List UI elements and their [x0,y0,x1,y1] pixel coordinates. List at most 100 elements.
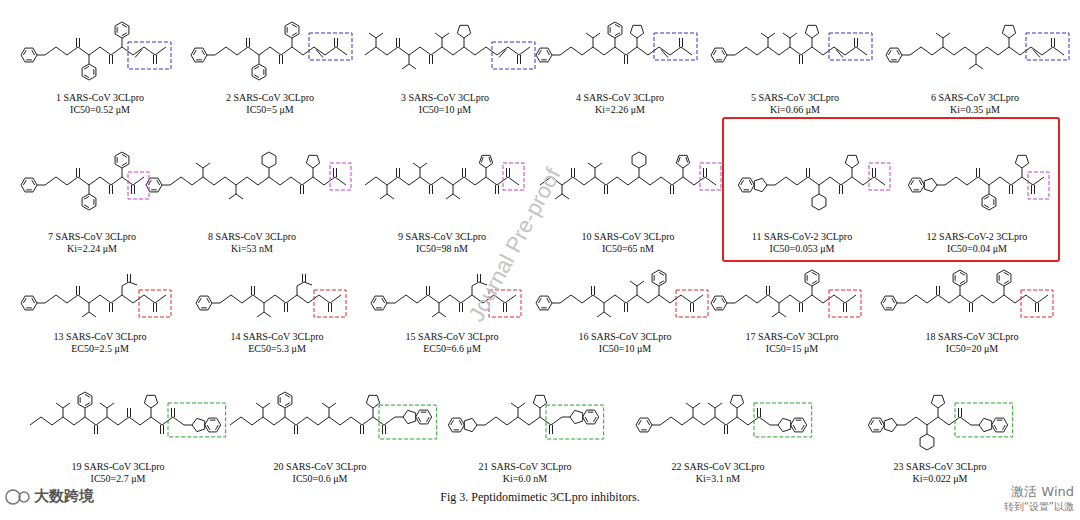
warhead-box [546,405,604,439]
logo-ring [19,492,29,502]
bond-line [1004,281,1009,284]
warhead-box [492,42,535,69]
bond-line [854,38,855,47]
activity-value: IC50=5 μM [246,104,293,116]
bond-line [1031,185,1032,194]
bond-line [264,303,265,312]
activity-value: IC50=20 μM [946,343,998,355]
bond-line [1009,38,1010,47]
bond-line [285,22,299,38]
bond-line [659,281,664,284]
bond-line [883,298,886,303]
warhead-box [754,403,812,437]
bond-line [399,168,400,177]
bond-line [879,420,882,425]
bond-line [251,286,252,295]
bond-line [538,298,541,303]
bond-line [418,417,421,422]
bond-line [122,163,127,166]
bond-line [369,33,383,38]
bond-line [230,417,395,425]
bond-line [396,38,397,47]
compound-label: 13 SARS-CoV 3CLpro [53,331,146,343]
bond-line [84,205,89,208]
bond-line [316,50,323,58]
bond-line [659,272,664,275]
bond-line [85,394,90,397]
bond-line [254,286,255,295]
bond-line [836,50,843,58]
bond-line [1009,185,1010,194]
activity-value: IC50=10 μM [419,104,471,116]
bond-line [297,286,298,295]
bond-line [37,303,45,304]
bond-line [457,25,470,38]
bond-line [615,24,620,27]
bond-line [615,38,616,47]
bond-line [819,185,820,194]
watermark: 大数跨境 [34,487,94,505]
bond-line [647,420,650,425]
bond-line [259,55,260,64]
bond-line [591,286,592,295]
bond-line [376,307,382,308]
bond-line [26,59,32,60]
bond-line [426,286,427,295]
warhead-box [168,403,226,437]
bond-line [363,425,364,434]
bond-line [448,418,464,432]
bond-line [79,286,80,295]
bond-line [122,24,127,27]
bond-line [76,38,77,47]
bond-line [373,298,376,303]
compound-label: 22 SARS-CoV 3CLpro [671,461,764,473]
bond-line [749,180,752,185]
bond-line [459,303,460,312]
bond-line [193,50,196,55]
bond-line [413,163,427,168]
bond-line [336,168,337,177]
bond-line [686,157,688,162]
bond-line [387,185,388,194]
bond-line [533,395,546,408]
bond-line [641,429,647,430]
bond-line [451,420,454,425]
bond-line [122,282,129,286]
bond-line [727,425,728,434]
bond-line [89,55,90,64]
bond-line [560,47,692,55]
bond-line [661,50,668,58]
bond-line [403,410,416,423]
bond-line [945,177,1044,185]
bond-line [207,425,210,430]
bond-line [727,303,735,304]
bond-line [302,274,303,282]
bond-line [979,168,980,177]
activity-value: EC50=5.3 μM [248,343,306,355]
bond-line [520,55,521,64]
bond-line [63,408,64,417]
compound-label: 15 SARS-CoV 3CLpro [405,331,498,343]
bond-line [257,312,271,317]
bond-line [382,298,385,303]
bond-line [615,33,620,36]
bond-line [498,185,499,194]
bond-line [708,403,722,408]
bond-line [85,408,86,417]
bond-line [852,168,853,177]
bond-line [812,38,813,47]
compound-label: 3 SARS-CoV 3CLpro [401,92,489,104]
bond-line [1033,50,1040,58]
activity-value: Ki=6.0 nM [503,473,548,485]
compound-label: 2 SARS-CoV 3CLpro [226,92,314,104]
bond-line [1034,185,1035,194]
bond-line [80,397,81,403]
compound-label: 11 SARS-CoV-2 3CLpro [752,231,852,243]
bond-line [538,50,541,55]
bond-line [960,286,961,295]
bond-line [215,47,347,55]
bond-line [636,418,652,432]
bond-line [802,303,803,312]
bond-line [993,199,994,205]
